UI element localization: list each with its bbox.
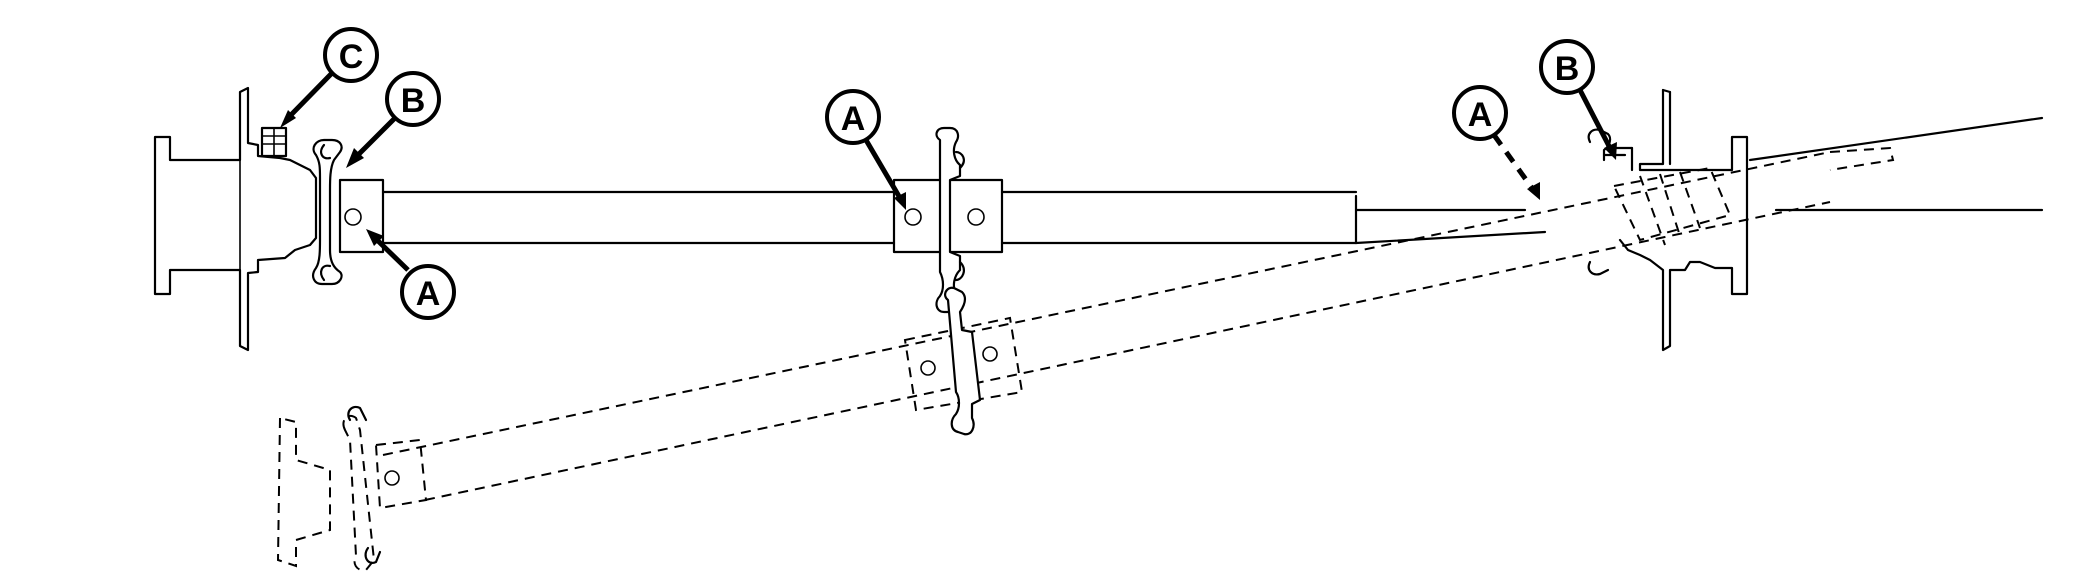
center-bearing-alternate: [903, 286, 1024, 436]
callout-a-left: A: [366, 229, 456, 320]
callout-a-middle-label: A: [841, 100, 866, 138]
callout-b-left: B: [346, 71, 441, 168]
center-bearing-upper: [892, 126, 1004, 314]
rear-shaft: [1000, 190, 1547, 245]
callout-b-left-label: B: [401, 82, 426, 120]
callout-a-left-label: A: [416, 275, 441, 313]
callout-b-right: B: [1539, 39, 1617, 160]
right-flange-assembly: [1587, 88, 2044, 352]
main-shaft: [381, 190, 896, 245]
callout-c-left-label: C: [339, 38, 364, 76]
left-flange-assembly: [153, 86, 385, 352]
callout-a-right: A: [1452, 85, 1540, 200]
callout-c-left: C: [280, 27, 379, 128]
callout-a-right-label: A: [1468, 96, 1493, 134]
shaft-alternate-position: [382, 146, 1895, 501]
callout-b-right-label: B: [1555, 50, 1580, 88]
callout-a-middle: A: [825, 89, 906, 210]
left-flange-alternate: [276, 405, 428, 572]
